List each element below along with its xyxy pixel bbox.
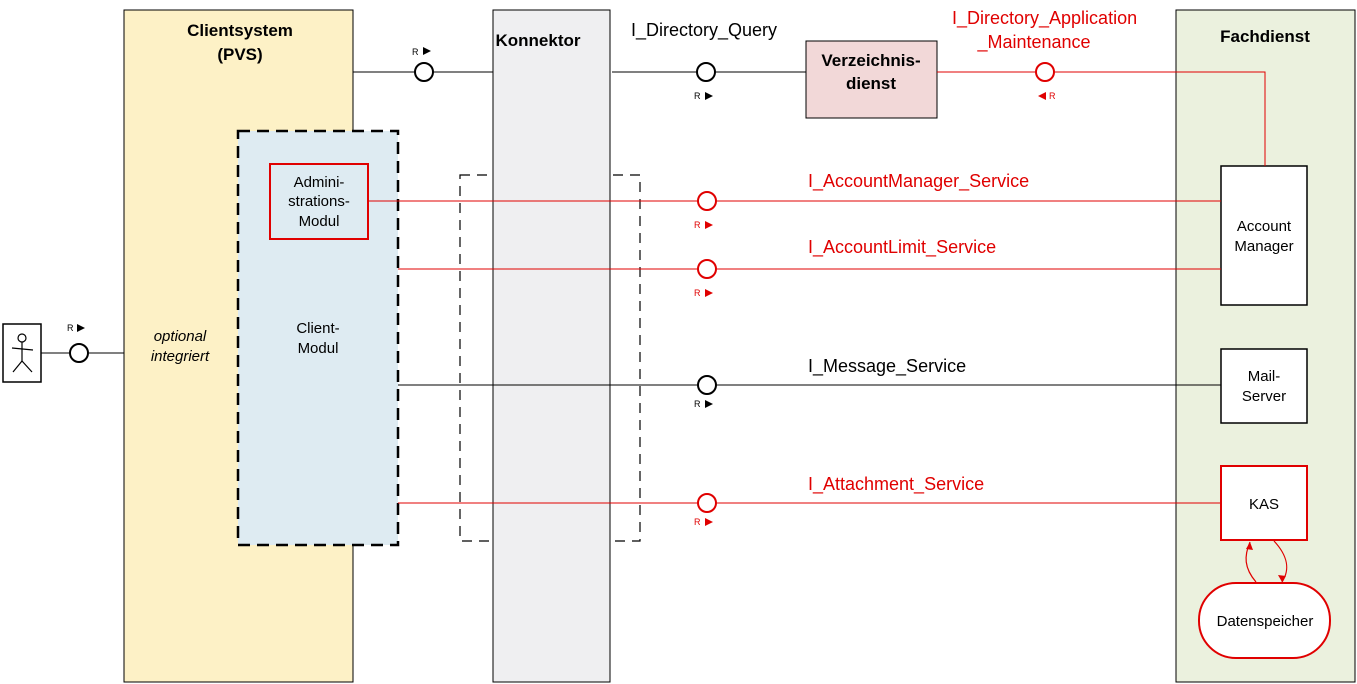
fachdienst-title: Fachdienst <box>1220 27 1310 46</box>
mail-server-label-1: Mail- <box>1248 368 1281 385</box>
directory-maintenance-role-arrow <box>1038 92 1046 100</box>
directory-query-role-marker: R <box>694 91 701 101</box>
message-service-role-marker: R <box>694 399 701 409</box>
kas-label: KAS <box>1249 496 1279 513</box>
clientsystem-konnektor-port <box>414 62 434 82</box>
account-limit-service-role-arrow <box>705 289 713 297</box>
actor-role-arrow <box>77 324 85 332</box>
directory-query-label: I_Directory_Query <box>631 20 777 41</box>
verzeichnisdienst-label-1: Verzeichnis- <box>821 51 920 70</box>
client-modul-label-1: Client- <box>296 320 339 337</box>
datenspeicher-label: Datenspeicher <box>1217 613 1314 630</box>
stick-figure-icon <box>11 333 34 373</box>
account-manager-label-2: Manager <box>1234 238 1293 255</box>
optional-note: optional <box>154 328 207 345</box>
admin-modul-label-1: Admini- <box>294 174 345 191</box>
message-service-label: I_Message_Service <box>808 356 966 377</box>
directory-maintenance-port <box>1035 62 1055 82</box>
attachment-service-role-marker: R <box>694 517 701 527</box>
integriert-note: integriert <box>151 348 210 365</box>
kas-to-datenspeicher-arrowhead <box>1278 575 1286 582</box>
verzeichnisdienst-label-2: dienst <box>846 74 896 93</box>
konnektor-title: Konnektor <box>496 31 581 50</box>
message-service-port <box>697 375 717 395</box>
datenspeicher-to-kas-arrowhead <box>1246 542 1253 550</box>
account-manager-service-role-marker: R <box>694 220 701 230</box>
account-manager-label-1: Account <box>1237 218 1292 235</box>
directory-query-port <box>696 62 716 82</box>
actor-role-marker: R <box>67 323 74 333</box>
account-manager-service-port <box>697 191 717 211</box>
account-limit-service-port <box>697 259 717 279</box>
attachment-service-label: I_Attachment_Service <box>808 474 984 495</box>
directory-maintenance-label-2: _Maintenance <box>976 32 1090 53</box>
account-manager-service-label: I_AccountManager_Service <box>808 171 1029 192</box>
konnektor-box <box>492 9 611 683</box>
directory-maintenance-label-1: I_Directory_Application <box>952 8 1137 29</box>
verzeichnisdienst-box <box>805 40 938 119</box>
account-limit-service-label: I_AccountLimit_Service <box>808 237 996 258</box>
clientsystem-konnektor-role-arrow <box>423 47 431 55</box>
admin-modul-label-2: strations- <box>288 193 350 210</box>
account-manager-box <box>1220 165 1308 306</box>
datenspeicher-box <box>1198 582 1331 659</box>
clientsystem-konnektor-role-marker: R <box>412 47 419 57</box>
account-limit-service-role-marker: R <box>694 288 701 298</box>
mail-server-box <box>1220 348 1308 424</box>
clientsystem-title: Clientsystem <box>187 21 293 40</box>
mail-server-label-2: Server <box>1242 388 1286 405</box>
attachment-service-port <box>697 493 717 513</box>
directory-query-role-arrow <box>705 92 713 100</box>
clientsystem-subtitle: (PVS) <box>217 45 262 64</box>
client-modul-label-2: Modul <box>298 340 339 357</box>
attachment-service-role-arrow <box>705 518 713 526</box>
admin-modul-label-3: Modul <box>299 213 340 230</box>
account-manager-service-role-arrow <box>705 221 713 229</box>
directory-maintenance-role-marker: R <box>1049 91 1056 101</box>
admin-modul-box <box>269 163 369 240</box>
message-service-role-arrow <box>705 400 713 408</box>
actor-interface-port <box>69 343 89 363</box>
